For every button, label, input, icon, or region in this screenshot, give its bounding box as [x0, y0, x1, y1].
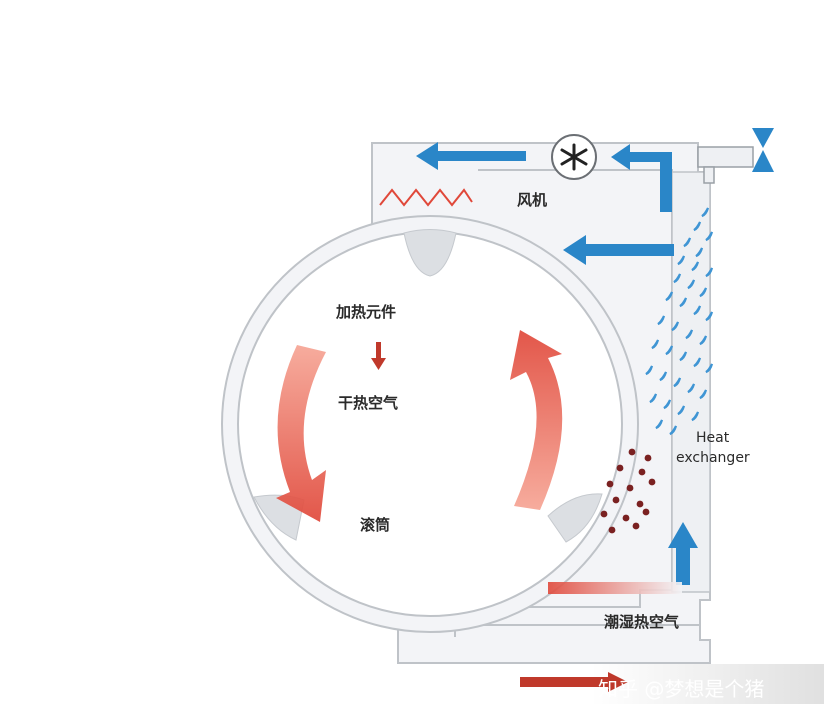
water-drop — [673, 377, 682, 388]
lint-particle — [644, 454, 652, 462]
red-down-arrow-small — [371, 342, 386, 370]
lint-particle — [638, 468, 646, 476]
watermark-text: 知乎 @梦想是个猪 — [598, 677, 764, 701]
water-drop — [645, 365, 654, 376]
humid-air-flow — [548, 582, 682, 594]
blue-arrow-top-duct-head — [416, 142, 438, 170]
blue-arrow-mid-body — [584, 244, 674, 256]
water-drop — [705, 311, 714, 322]
blue-airflow — [416, 142, 698, 585]
blue-arrow-into-fan-body — [626, 152, 672, 162]
watermark-shade — [590, 664, 824, 704]
water-drop — [679, 297, 688, 308]
lint-particle — [600, 510, 608, 518]
water-drop — [671, 321, 680, 332]
water-drop — [687, 383, 696, 394]
lint-particle — [612, 496, 620, 504]
water-drop — [683, 237, 692, 248]
water-drop — [699, 287, 708, 298]
blue-arrow-up-body — [676, 545, 690, 585]
lint-particle — [642, 508, 650, 516]
water-drop — [705, 231, 714, 242]
water-drop — [699, 389, 708, 400]
drum — [221, 215, 639, 633]
water-drop — [673, 273, 682, 284]
fan-icon — [551, 134, 597, 180]
lint-particle — [648, 478, 656, 486]
blue-arrow-into-fan-head — [611, 144, 630, 170]
water-drop — [677, 255, 686, 266]
lint-particle — [628, 448, 636, 456]
water-drop — [693, 357, 702, 368]
water-drop — [685, 329, 694, 340]
water-drop — [665, 345, 674, 356]
lint-particle — [616, 464, 624, 472]
label-humid-hot-air: 潮湿热空气 — [604, 613, 679, 631]
water-drop — [659, 371, 668, 382]
label-dry-hot-air: 干热空气 — [338, 394, 398, 412]
water-drop — [677, 405, 686, 416]
blue-arrow-mid-head — [563, 235, 586, 265]
water-drop — [699, 335, 708, 346]
label-drum: 滚筒 — [360, 516, 390, 534]
water-spray — [645, 207, 714, 436]
water-drop — [701, 207, 710, 218]
label-fan: 风机 — [517, 191, 547, 209]
red-arrow-left-down — [276, 345, 326, 522]
water-drop — [669, 425, 678, 436]
water-drop — [657, 315, 666, 326]
water-drop — [693, 221, 702, 232]
lint-particle — [608, 526, 616, 534]
blue-arrow-top-duct-body — [430, 151, 526, 161]
water-drop — [651, 339, 660, 350]
label-heat-exchanger-line1: Heat — [696, 430, 730, 446]
water-drop — [687, 279, 696, 290]
water-drop — [649, 393, 658, 404]
water-drop — [691, 411, 700, 422]
lint-particle — [606, 480, 614, 488]
blue-arrow-up-head — [668, 522, 698, 548]
water-drop — [663, 399, 672, 410]
lint-particle — [622, 514, 630, 522]
heater-zigzag-icon — [379, 188, 473, 207]
drum-baffle-right — [547, 493, 603, 543]
water-inlet — [697, 146, 754, 184]
water-drop — [695, 247, 704, 258]
valve-icon — [752, 128, 774, 172]
water-drop — [655, 419, 664, 430]
water-drop — [705, 363, 714, 374]
water-drop — [679, 351, 688, 362]
blue-arrow-column-up — [660, 152, 672, 212]
drum-baffle-top — [403, 229, 457, 277]
water-drop — [665, 291, 674, 302]
water-drop — [693, 305, 702, 316]
lint-particles — [600, 448, 656, 534]
red-arrow-right-up — [510, 330, 563, 510]
label-heat-exchanger-line2: exchanger — [676, 450, 750, 466]
lint-particle — [632, 522, 640, 530]
water-drop — [691, 261, 700, 272]
label-heating-element: 加热元件 — [335, 303, 396, 321]
lint-particle — [636, 500, 644, 508]
water-drop — [705, 267, 714, 278]
lint-particle — [626, 484, 634, 492]
